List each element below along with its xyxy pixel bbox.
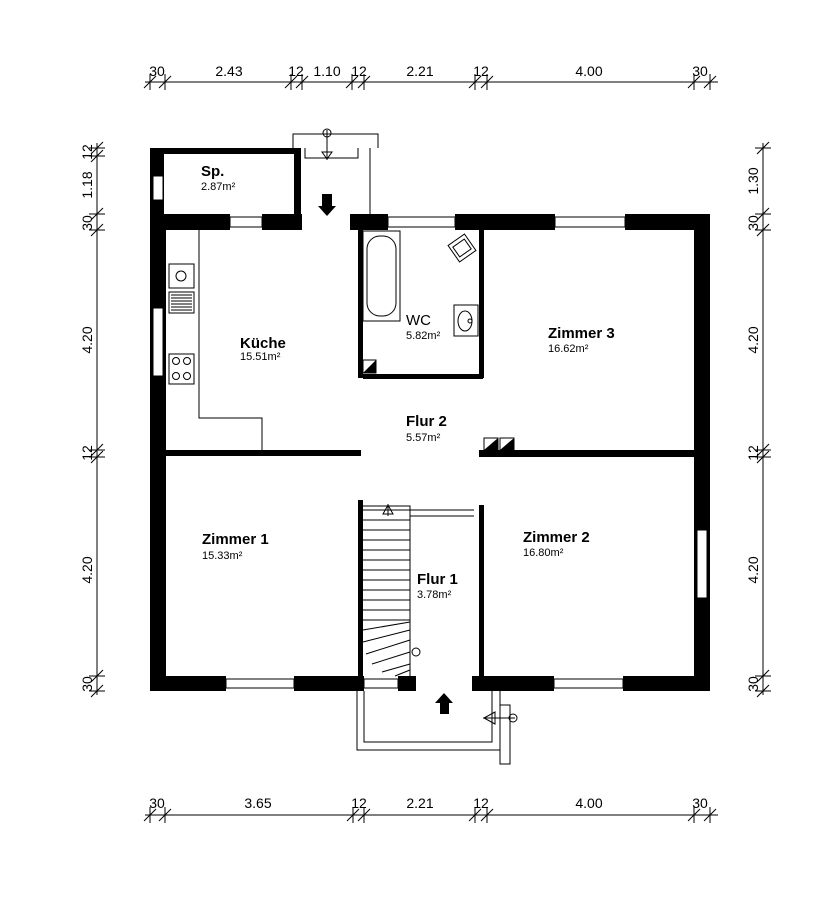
- dimension-tick: [480, 807, 494, 823]
- dim-bottom-6: 30: [692, 795, 708, 811]
- dim-right-3: 12: [745, 445, 761, 461]
- dim-top-7: 4.00: [575, 63, 602, 79]
- room-name-zimmer2: Zimmer 2: [523, 529, 590, 546]
- room-area-zimmer2: 16.80m²: [523, 547, 564, 559]
- room-name-wc: WC: [406, 312, 431, 329]
- dimension-top: 30 2.43 12 1.10 12 2.21 12 4.00 30: [143, 63, 718, 90]
- room-name-zimmer3: Zimmer 3: [548, 325, 615, 342]
- dim-left-5: 4.20: [79, 556, 95, 583]
- dimension-tick: [284, 74, 298, 90]
- dim-top-4: 12: [351, 63, 367, 79]
- dim-right-4: 4.20: [745, 556, 761, 583]
- dim-top-1: 2.43: [215, 63, 242, 79]
- dim-top-5: 2.21: [406, 63, 433, 79]
- room-area-kueche: 15.51m²: [240, 351, 281, 363]
- dim-bottom-5: 4.00: [575, 795, 602, 811]
- dim-bottom-3: 2.21: [406, 795, 433, 811]
- dimension-tick: [143, 807, 157, 823]
- windows: [152, 175, 708, 689]
- dimension-tick: [755, 684, 771, 698]
- dim-right-1: 30: [745, 215, 761, 231]
- dim-left-6: 30: [79, 676, 95, 692]
- fixtures: [168, 128, 518, 765]
- dimension-tick: [755, 450, 771, 464]
- dimension-tick: [143, 74, 157, 90]
- dimension-tick: [703, 807, 717, 823]
- dimension-tick: [295, 74, 309, 90]
- room-area-zimmer1: 15.33m²: [202, 550, 243, 562]
- dimension-tick: [158, 74, 172, 90]
- room-area-flur1: 3.78m²: [417, 589, 452, 601]
- dimension-tick: [687, 807, 701, 823]
- entry-arrow-top-icon: [318, 194, 336, 216]
- room-name-flur2: Flur 2: [406, 413, 447, 430]
- dim-left-1: 1.18: [79, 171, 95, 198]
- room-area-wc: 5.82m²: [406, 330, 441, 342]
- room-name-sp: Sp.: [201, 163, 224, 180]
- dim-left-3: 4.20: [79, 326, 95, 353]
- dimension-tick: [89, 669, 105, 683]
- dimension-tick: [89, 149, 105, 163]
- room-area-flur2: 5.57m²: [406, 432, 441, 444]
- dimension-tick: [89, 450, 105, 464]
- dim-right-0: 1.30: [745, 167, 761, 194]
- dimension-tick: [755, 443, 771, 457]
- dim-bottom-0: 30: [149, 795, 165, 811]
- dim-left-4: 12: [79, 445, 95, 461]
- dim-top-8: 30: [692, 63, 708, 79]
- dim-top-2: 12: [288, 63, 304, 79]
- dimension-tick: [703, 74, 717, 90]
- dim-top-0: 30: [149, 63, 165, 79]
- dimension-tick: [468, 807, 482, 823]
- dimension-bottom: 30 3.65 12 2.21 12 4.00 30: [143, 795, 718, 823]
- dimension-tick: [89, 443, 105, 457]
- dimension-tick: [158, 807, 172, 823]
- room-name-flur1: Flur 1: [417, 571, 458, 588]
- room-labels: Sp. 2.87m² Küche 15.51m² WC 5.82m² Zimme…: [201, 163, 615, 601]
- dimension-left: 12 1.18 30 4.20 12 4.20 30: [79, 141, 105, 698]
- dimension-tick: [755, 223, 771, 237]
- dimension-tick: [755, 207, 771, 221]
- dimension-tick: [345, 74, 359, 90]
- dim-bottom-2: 12: [351, 795, 367, 811]
- entry-arrow-bottom-icon: [435, 693, 453, 714]
- dimension-tick: [346, 807, 360, 823]
- dimension-tick: [480, 74, 494, 90]
- dimension-right: 1.30 30 4.20 12 4.20 30: [745, 141, 771, 698]
- dimension-tick: [755, 669, 771, 683]
- dimension-tick: [89, 141, 105, 155]
- dim-left-0: 12: [79, 144, 95, 160]
- stair-step: [362, 629, 411, 643]
- dim-top-3: 1.10: [313, 63, 340, 79]
- stair-step: [381, 663, 411, 673]
- dim-right-2: 4.20: [745, 326, 761, 353]
- dimension-tick: [89, 223, 105, 237]
- dimension-tick: [357, 807, 371, 823]
- dim-right-5: 30: [745, 676, 761, 692]
- dim-left-2: 30: [79, 215, 95, 231]
- staircase: [362, 503, 474, 677]
- room-name-kueche: Küche: [240, 335, 286, 352]
- dimension-tick: [89, 684, 105, 698]
- stair-step: [365, 639, 411, 655]
- dim-bottom-4: 12: [473, 795, 489, 811]
- dimension-tick: [755, 141, 771, 155]
- stair-step: [371, 651, 411, 665]
- dimension-tick: [89, 207, 105, 221]
- dimension-tick: [357, 74, 371, 90]
- dimension-tick: [468, 74, 482, 90]
- room-area-zimmer3: 16.62m²: [548, 343, 589, 355]
- room-area-sp: 2.87m²: [201, 181, 236, 193]
- stair-step: [362, 621, 411, 631]
- dim-bottom-1: 3.65: [244, 795, 271, 811]
- room-name-zimmer1: Zimmer 1: [202, 531, 269, 548]
- dimension-tick: [687, 74, 701, 90]
- stair-step: [394, 669, 411, 677]
- dim-top-6: 12: [473, 63, 489, 79]
